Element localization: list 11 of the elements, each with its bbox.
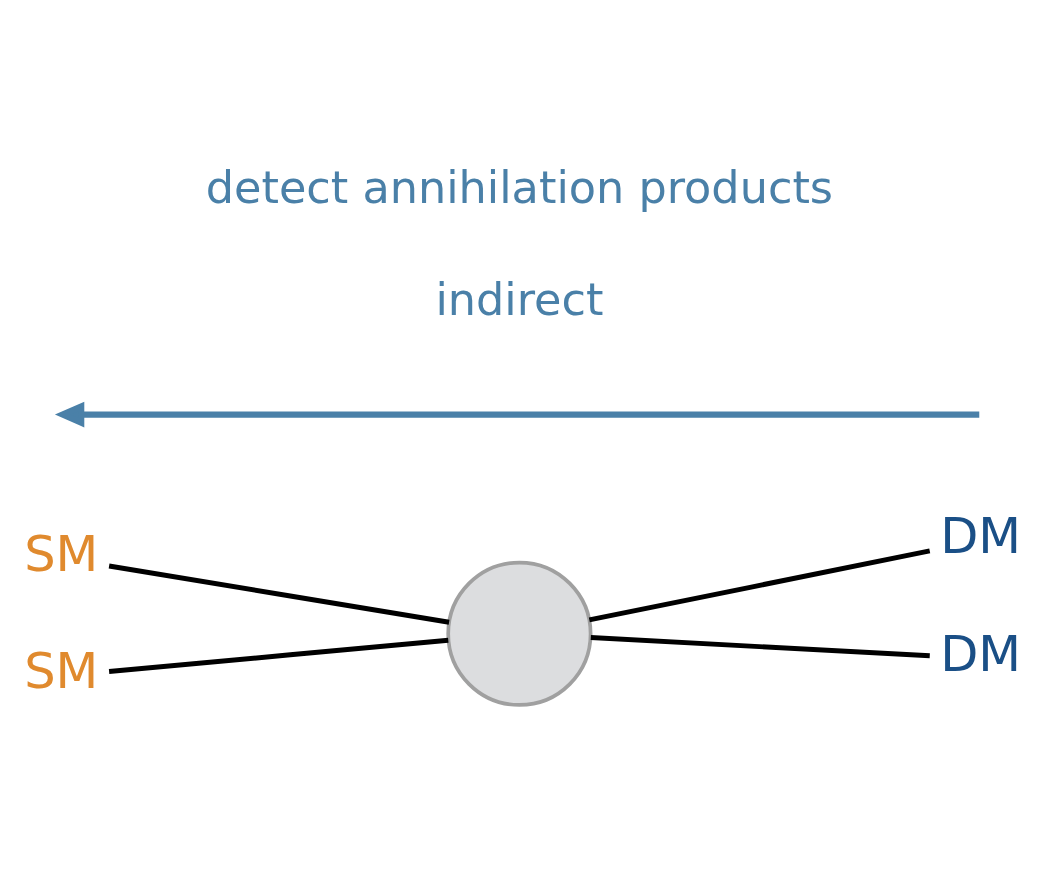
node-circle	[446, 560, 593, 707]
connector	[108, 563, 450, 625]
connector	[108, 637, 449, 674]
node-text: SM	[24, 642, 99, 701]
label: detect annihilation products	[205, 161, 834, 214]
node-text: SM	[24, 524, 99, 583]
label: indirect	[435, 274, 604, 327]
node-text: DM	[940, 507, 1022, 566]
connector	[590, 635, 930, 659]
connector	[588, 548, 931, 623]
node-text: DM	[940, 624, 1022, 683]
